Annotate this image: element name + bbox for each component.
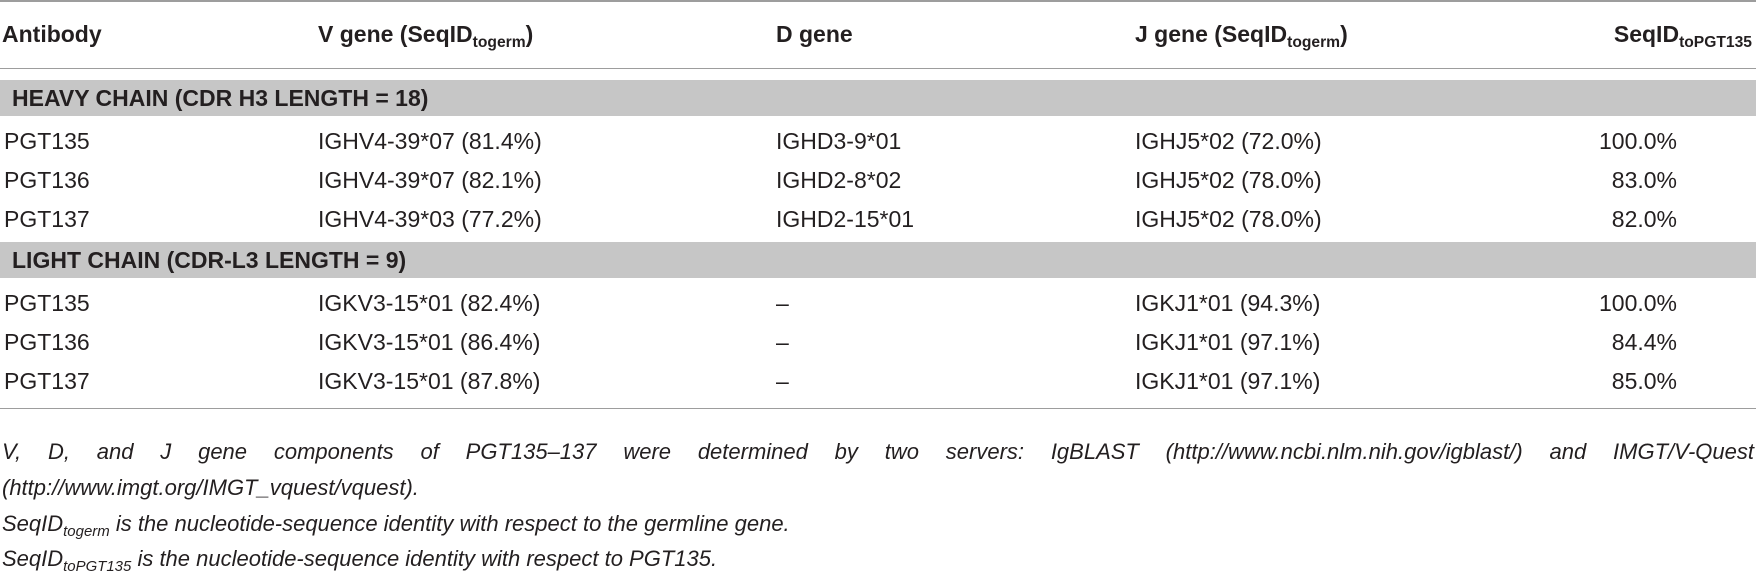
table-bottom-rule (0, 408, 1756, 409)
table-row: PGT135 IGKV3-15*01 (82.4%) – IGKJ1*01 (9… (0, 283, 1756, 323)
footnote-line-2: (http://www.imgt.org/IMGT_vquest/vquest)… (2, 475, 419, 500)
header-seqid: SeqIDtoPGT135 (1614, 14, 1752, 54)
cell-antibody: PGT136 (4, 167, 90, 193)
cell-v-gene: IGKV3-15*01 (87.8%) (318, 368, 541, 394)
footnote-seqid-rest: is the nucleotide-sequence identity with… (109, 511, 790, 536)
footnote-seqid-rest: is the nucleotide-sequence identity with… (131, 546, 718, 571)
header-v-gene-close: ) (525, 21, 534, 47)
cell-d-gene: – (776, 368, 789, 394)
footnote-seqid-text: SeqID (2, 511, 64, 536)
cell-v-gene: IGHV4-39*07 (82.1%) (318, 167, 542, 193)
header-v-gene-sub: togerm (472, 34, 526, 51)
table-row: PGT137 IGHV4-39*03 (77.2%) IGHD2-15*01 I… (0, 199, 1756, 239)
header-d-gene: D gene (776, 21, 853, 47)
cell-seqid: 100.0% (1598, 128, 1677, 154)
cell-antibody: PGT137 (4, 206, 90, 232)
cell-seqid: 84.4% (1611, 329, 1677, 355)
section-title: HEAVY CHAIN (CDR H3 LENGTH = 18) (12, 85, 429, 111)
header-j-gene-text: J gene (SeqID (1135, 21, 1288, 47)
header-bottom-rule (0, 68, 1756, 69)
cell-v-gene: IGKV3-15*01 (86.4%) (318, 329, 541, 355)
table-row: PGT136 IGHV4-39*07 (82.1%) IGHD2-8*02 IG… (0, 160, 1756, 200)
header-seqid-sub: toPGT135 (1679, 34, 1752, 51)
footnote-seqid-text: SeqID (2, 546, 64, 571)
cell-v-gene: IGHV4-39*03 (77.2%) (318, 206, 542, 232)
footnote-line-1: V, D, and J gene components of PGT135–13… (2, 439, 1754, 464)
footnote-seqid-topgt135: SeqIDtoPGT135 is the nucleotide-sequence… (2, 543, 1754, 575)
header-j-gene-close: ) (1340, 21, 1348, 47)
table-row: PGT137 IGKV3-15*01 (87.8%) – IGKJ1*01 (9… (0, 361, 1756, 401)
cell-seqid: 85.0% (1611, 368, 1677, 394)
cell-d-gene: IGHD2-8*02 (776, 167, 902, 193)
cell-j-gene: IGHJ5*02 (78.0%) (1135, 206, 1322, 232)
section-light-chain: LIGHT CHAIN (CDR-L3 LENGTH = 9) (0, 242, 1756, 278)
cell-d-gene: IGHD3-9*01 (776, 128, 902, 154)
cell-seqid: 82.0% (1611, 206, 1677, 232)
cell-d-gene: IGHD2-15*01 (776, 206, 915, 232)
footnote-seqid-togerm: SeqIDtogerm is the nucleotide-sequence i… (2, 508, 1754, 540)
header-seqid-text: SeqID (1613, 21, 1680, 47)
section-heavy-chain: HEAVY CHAIN (CDR H3 LENGTH = 18) (0, 80, 1756, 116)
cell-j-gene: IGKJ1*01 (94.3%) (1135, 290, 1321, 316)
cell-v-gene: IGHV4-39*07 (81.4%) (318, 128, 542, 154)
table-row: PGT135 IGHV4-39*07 (81.4%) IGHD3-9*01 IG… (0, 121, 1756, 161)
cell-d-gene: – (776, 329, 789, 355)
cell-seqid: 100.0% (1598, 290, 1677, 316)
header-antibody: Antibody (2, 21, 102, 47)
cell-antibody: PGT137 (4, 368, 90, 394)
cell-d-gene: – (776, 290, 789, 316)
cell-j-gene: IGKJ1*01 (97.1%) (1135, 329, 1321, 355)
header-j-gene: J gene (SeqIDtogerm) (1135, 14, 1348, 54)
cell-j-gene: IGKJ1*01 (97.1%) (1135, 368, 1321, 394)
cell-antibody: PGT135 (4, 290, 90, 316)
table-top-rule (0, 0, 1756, 2)
table-row: PGT136 IGKV3-15*01 (86.4%) – IGKJ1*01 (9… (0, 322, 1756, 362)
cell-v-gene: IGKV3-15*01 (82.4%) (318, 290, 541, 316)
header-v-gene: V gene (SeqIDtogerm) (318, 14, 533, 54)
cell-seqid: 83.0% (1611, 167, 1677, 193)
cell-antibody: PGT136 (4, 329, 90, 355)
cell-antibody: PGT135 (4, 128, 90, 154)
section-title: LIGHT CHAIN (CDR-L3 LENGTH = 9) (12, 247, 407, 273)
footnote-seqid-sub: togerm (63, 522, 110, 540)
header-j-gene-sub: togerm (1287, 34, 1341, 51)
footnote-seqid-sub: toPGT135 (63, 557, 132, 575)
cell-j-gene: IGHJ5*02 (78.0%) (1135, 167, 1322, 193)
cell-j-gene: IGHJ5*02 (72.0%) (1135, 128, 1322, 154)
header-v-gene-text: V gene (SeqID (318, 21, 473, 47)
